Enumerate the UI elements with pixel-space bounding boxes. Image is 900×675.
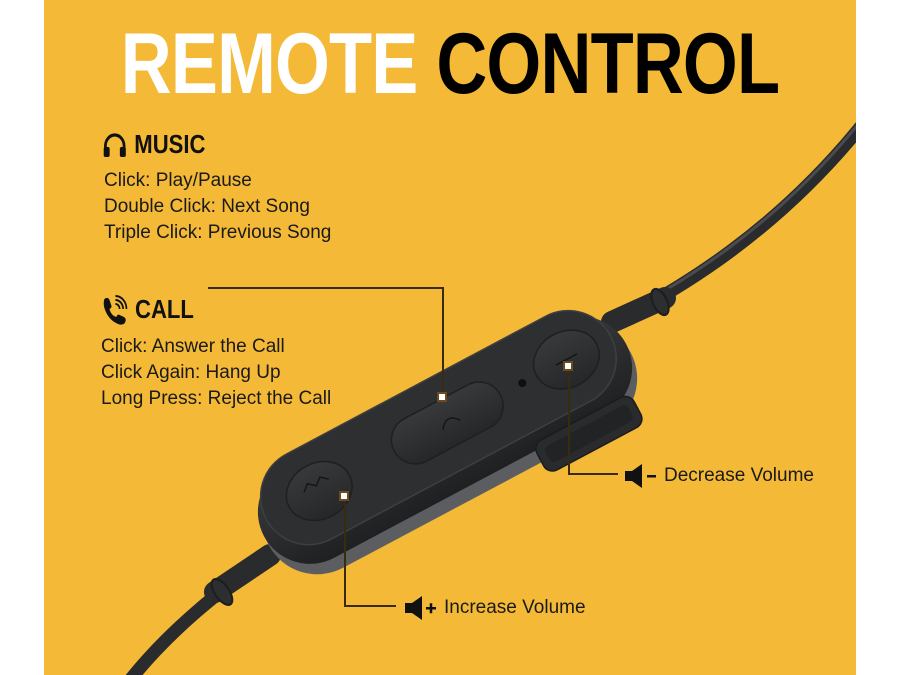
call-button-marker (437, 392, 447, 402)
increase-button-marker (339, 491, 349, 501)
call-callout-line (208, 287, 443, 289)
speaker-plus-icon (405, 596, 436, 620)
call-heading-label: CALL (135, 294, 194, 324)
increase-volume-label: Increase Volume (404, 595, 586, 621)
increase-callout-line (344, 496, 346, 606)
title-control: CONTROL (436, 16, 780, 112)
call-heading: CALL (101, 294, 194, 325)
decrease-volume-label: Decrease Volume (624, 463, 814, 489)
call-instructions: Click: Answer the Call Click Again: Hang… (101, 334, 331, 412)
decrease-button-marker (563, 361, 573, 371)
increase-callout-line (344, 605, 396, 607)
decrease-callout-line (568, 473, 618, 475)
music-heading: MUSIC (102, 129, 206, 160)
call-line: Click Again: Hang Up (101, 362, 281, 383)
speaker-minus-icon (625, 464, 656, 488)
music-line: Double Click: Next Song (104, 196, 310, 217)
music-line: Click: Play/Pause (104, 170, 252, 191)
decrease-volume-text: Decrease Volume (664, 465, 814, 486)
call-callout-line (442, 287, 444, 397)
increase-volume-text: Increase Volume (444, 597, 586, 618)
music-instructions: Click: Play/Pause Double Click: Next Son… (104, 168, 331, 246)
headphones-icon (103, 132, 126, 157)
call-line: Long Press: Reject the Call (101, 388, 332, 409)
call-line: Click: Answer the Call (101, 336, 285, 357)
page-title: REMOTE CONTROL (81, 14, 819, 114)
music-line: Triple Click: Previous Song (104, 222, 332, 243)
title-remote: REMOTE (120, 16, 419, 112)
decrease-callout-line (568, 366, 570, 474)
phone-ringing-icon (103, 294, 128, 325)
music-heading-label: MUSIC (134, 129, 206, 159)
